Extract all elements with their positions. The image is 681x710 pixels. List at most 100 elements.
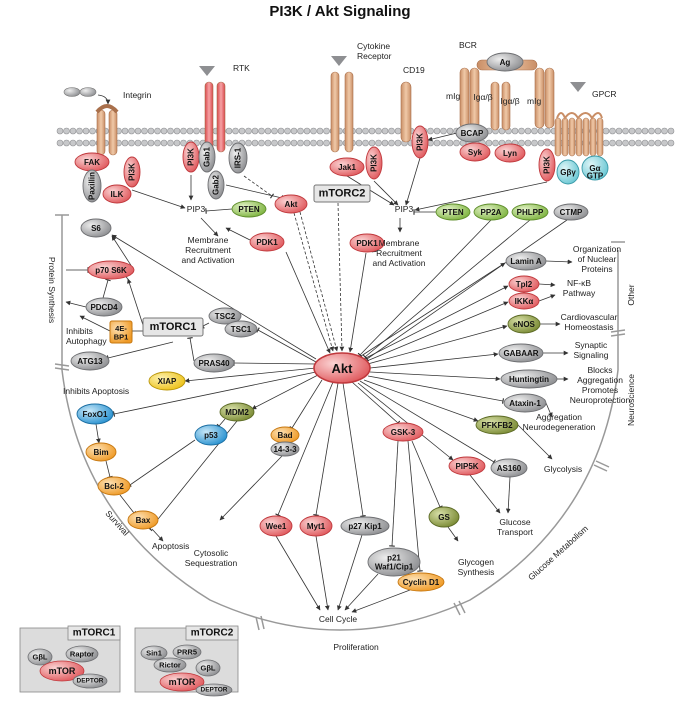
mdm2-node: MDM2: [219, 402, 255, 422]
edge-irs1-akt: [243, 175, 275, 199]
edge-akt-as160: [359, 380, 496, 465]
gabaar-node: GABAAR: [498, 343, 544, 363]
igab-label: Igα/β: [473, 92, 492, 102]
pi3k-gpcr-node: PI3K: [538, 148, 556, 182]
cyclind1-node: Cyclin D1: [397, 572, 445, 592]
mtorc1-box-label: mTORC1: [150, 321, 197, 333]
legend-mtorc1-deptor: [72, 673, 108, 689]
pi3k-cd19-label: PI3K: [416, 133, 425, 151]
pi3k-gpcr-label: PI3K: [543, 156, 552, 174]
legend-mtorc1-gbl: [27, 648, 53, 666]
edge-bcap-pi3k: [427, 132, 458, 142]
pfkfb2-node: PFKFB2: [475, 415, 519, 435]
edge-akt-pip5k: [357, 382, 454, 461]
edge-bcl2-bax: [119, 494, 137, 516]
bim-label: Bim: [93, 448, 108, 457]
pdk1-left-label: PDK1: [256, 238, 278, 247]
edge-p53-bcl2: [126, 439, 196, 488]
igab2-label: Igα/β: [500, 96, 519, 106]
igab-b: [501, 81, 511, 131]
mig2-label: mIg: [527, 96, 541, 106]
edge-akttop-akt-1: [293, 212, 335, 352]
bad-label: Bad: [277, 431, 292, 440]
p70s6k-label: p70 S6K: [95, 266, 127, 275]
ikka-node: IKKα: [508, 292, 540, 310]
pi3k-int-node: PI3K: [123, 156, 141, 188]
edge-akt-pras40: [233, 360, 317, 366]
as160-label: AS160: [497, 464, 522, 473]
rtk-chain-a: [204, 81, 214, 153]
irs1-label: IRS-1: [234, 147, 243, 168]
wee1-label: Wee1: [266, 522, 287, 531]
jak1-label: Jak1: [338, 163, 356, 172]
edge-akttop-akt-2: [299, 211, 339, 352]
mig1-label: mIg: [446, 91, 460, 101]
bcl2-node: Bcl-2: [97, 476, 131, 496]
enos-node: eNOS: [507, 314, 541, 334]
edge-akt-ikka: [361, 301, 509, 364]
akt-top-node: Akt: [274, 194, 308, 214]
edge-ctmp-akt: [364, 219, 568, 362]
pi3k-cyto-label: PI3K: [370, 154, 379, 172]
protein-synthesis-label: Protein Synthesis: [47, 257, 57, 323]
pfkfb2-label: PFKFB2: [481, 421, 513, 430]
edge-p70-s6b: [111, 235, 135, 271]
edge-akt-myt1: [313, 382, 339, 517]
bcr-label: BCR: [459, 40, 477, 50]
gtp-label: GTP: [587, 172, 604, 181]
mtorc2-box-label: mTORC2: [319, 188, 366, 200]
edge-int-pip3: [131, 189, 186, 209]
paxillin-label: Paxillin: [88, 172, 97, 200]
pi3k-rtk-node: PI3K: [182, 141, 200, 173]
bcap-label: BCAP: [461, 129, 484, 138]
bcl2-label: Bcl-2: [104, 482, 124, 491]
lamina-node: Lamin A: [505, 251, 547, 271]
rtk-chain-b: [216, 81, 226, 153]
edge-gsk3-p21: [389, 440, 399, 547]
legend-mtorc2-prr5: [172, 644, 202, 660]
fak-label: FAK: [84, 158, 100, 167]
edge-tsc-mtorc1: [201, 322, 210, 329]
huntingtin-label: Huntingtin: [509, 375, 549, 384]
edge-akt-enos: [363, 324, 508, 366]
jak1-node: Jak1: [329, 157, 365, 177]
ikka-label: IKKα: [515, 297, 534, 306]
cell-membrane: [56, 56, 675, 157]
edge-akt-s6: [111, 234, 317, 360]
edge-mtorc1-atg13: [106, 341, 174, 361]
edge-gpcr-pip3: [414, 181, 548, 212]
syk-label: Syk: [468, 148, 483, 157]
fak-node: FAK: [74, 152, 110, 172]
pten-right-node: PTEN: [435, 203, 471, 221]
bax-node: Bax: [127, 510, 159, 530]
edge-phlpp-akt: [362, 219, 531, 360]
ebp1-box-node: 4E-BP1: [109, 320, 133, 344]
gpcr-label: GPCR: [592, 89, 617, 99]
edge-pdk1-left: [225, 227, 251, 241]
legend-mtorc2-deptor: [195, 683, 233, 697]
wee1-node: Wee1: [259, 515, 293, 537]
cd19-label: CD19: [403, 65, 425, 75]
edge-ebp1-out: [79, 315, 111, 332]
integrin-chain-a: [96, 109, 106, 156]
gsk3-node: GSK-3: [382, 422, 424, 442]
pip5k-node: PIP5K: [448, 456, 486, 476]
pten-right-label: PTEN: [442, 208, 464, 217]
tpl2-label: Tpl2: [516, 280, 533, 289]
edges-layer: [65, 132, 573, 613]
legend-mtorc2-mtor: [159, 672, 205, 692]
ga-label: Gα: [589, 164, 600, 173]
cytokine-chain-b: [344, 71, 354, 153]
edge-pip5k-out: [469, 474, 501, 514]
legend-mtorc2-prr5-label: PRR5: [177, 648, 197, 657]
mtorc1-box-node: mTORC1: [142, 317, 204, 337]
ag-label: Ag: [500, 58, 511, 67]
edge-pdk1l-akt: [285, 251, 331, 354]
edge-akt-tsc1: [256, 327, 317, 363]
